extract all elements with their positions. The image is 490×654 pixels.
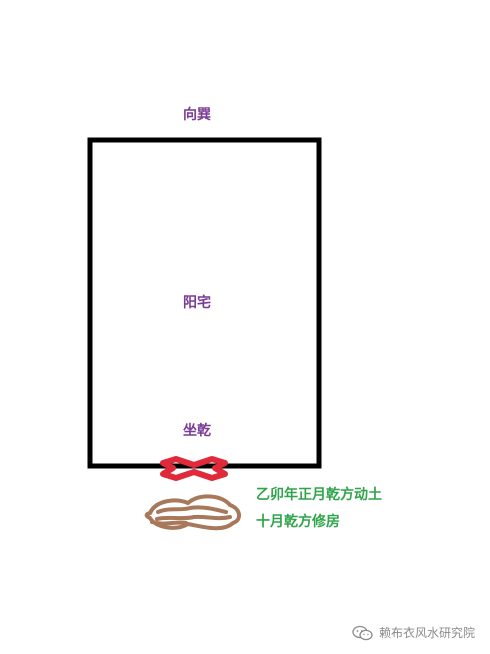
wechat-icon	[352, 625, 373, 640]
house-outline	[87, 137, 322, 469]
dirt-mound	[144, 494, 241, 531]
disturbance-marker	[160, 456, 228, 481]
renovation-note: 十月乾方修房	[256, 514, 340, 530]
house-name-label: 阳宅	[183, 295, 211, 311]
house-sitting-label: 坐乾	[183, 423, 211, 439]
watermark: 赖布衣风水研究院	[352, 624, 475, 641]
house-facing-label: 向巽	[183, 107, 211, 123]
ground-break-note: 乙卯年正月乾方动土	[256, 487, 382, 503]
watermark-text: 赖布衣风水研究院	[379, 626, 476, 640]
